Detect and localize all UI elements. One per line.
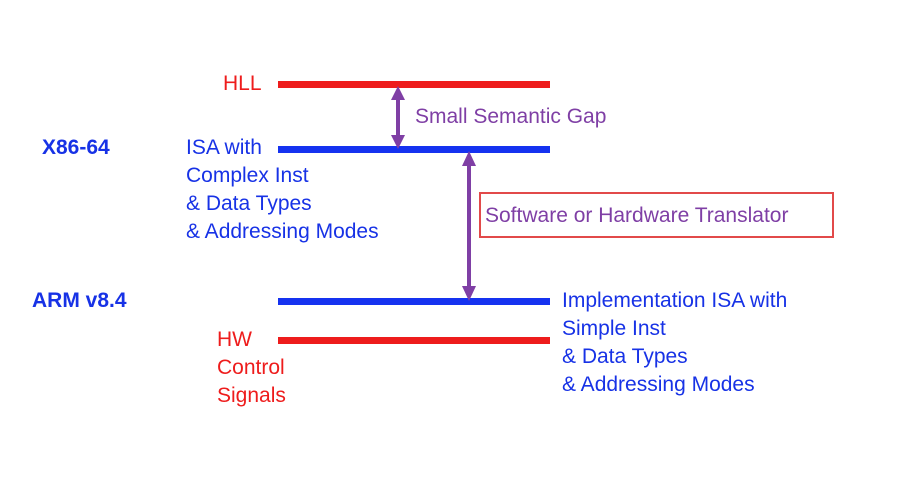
x86-isa-description: ISA with Complex Inst & Data Types & Add… [186, 134, 379, 246]
x86-isa-line: ISA with [186, 136, 262, 159]
arm-arch-label: ARM v8.4 [32, 289, 127, 312]
hw-line: HW [217, 328, 252, 351]
x86-64-arch-label: X86-64 [42, 136, 110, 159]
arm-isa-line: & Addressing Modes [562, 373, 755, 396]
arm-isa-description: Implementation ISA with Simple Inst & Da… [562, 287, 787, 399]
x86-isa-line: & Data Types [186, 192, 312, 215]
hll-level-bar [278, 81, 550, 88]
translator-gap-arrow [462, 151, 476, 301]
hw-line: Control [217, 356, 285, 379]
small-gap-arrow [391, 86, 405, 149]
translator-box: Software or Hardware Translator [479, 192, 834, 238]
hll-label: HLL [223, 72, 262, 95]
hw-level-bar [278, 337, 550, 344]
arm-isa-line: Simple Inst [562, 317, 666, 340]
arm-isa-level-bar [278, 298, 550, 305]
translator-label: Software or Hardware Translator [485, 204, 789, 227]
x86-isa-line: & Addressing Modes [186, 220, 379, 243]
x86-isa-level-bar [278, 146, 550, 153]
hw-line: Signals [217, 384, 286, 407]
x86-isa-line: Complex Inst [186, 164, 309, 187]
arm-isa-line: Implementation ISA with [562, 289, 788, 312]
arm-isa-line: & Data Types [562, 345, 688, 368]
small-semantic-gap-label: Small Semantic Gap [415, 105, 607, 128]
hw-control-signals-label: HW Control Signals [217, 326, 286, 410]
